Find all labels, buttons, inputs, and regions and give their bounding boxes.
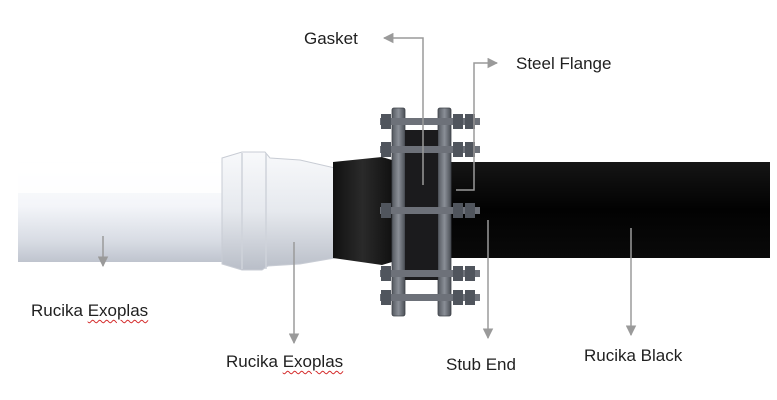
left-pipe-label: Rucika Exoplas	[31, 301, 148, 321]
adapter-label-misspelled: Exoplas	[282, 352, 344, 371]
right-black-pipe	[445, 162, 770, 258]
white-socket	[221, 151, 336, 271]
stub-end-label: Stub End	[446, 355, 516, 374]
bolt-middle	[380, 203, 480, 218]
steel-flange-label: Steel Flange	[516, 54, 612, 73]
left-white-pipe-highlight	[18, 163, 233, 193]
adapter-label-prefix: Rucika	[226, 352, 283, 371]
bolt-bottom-a	[380, 266, 480, 281]
bolt-bottom-b	[380, 290, 480, 305]
left-pipe-label-misspelled: Exoplas	[87, 301, 149, 320]
gasket	[405, 130, 438, 280]
adapter-label: Rucika Exoplas	[226, 352, 343, 372]
left-pipe-label-prefix: Rucika	[31, 301, 88, 320]
stub-end	[333, 157, 392, 265]
gasket-callout-arrow	[382, 32, 424, 185]
right-pipe-label: Rucika Black	[584, 346, 683, 365]
gasket-label: Gasket	[304, 29, 358, 48]
steel-flange-callout-arrow	[456, 57, 499, 191]
bolt-top-b	[380, 142, 480, 157]
bolt-top-a	[380, 114, 480, 129]
